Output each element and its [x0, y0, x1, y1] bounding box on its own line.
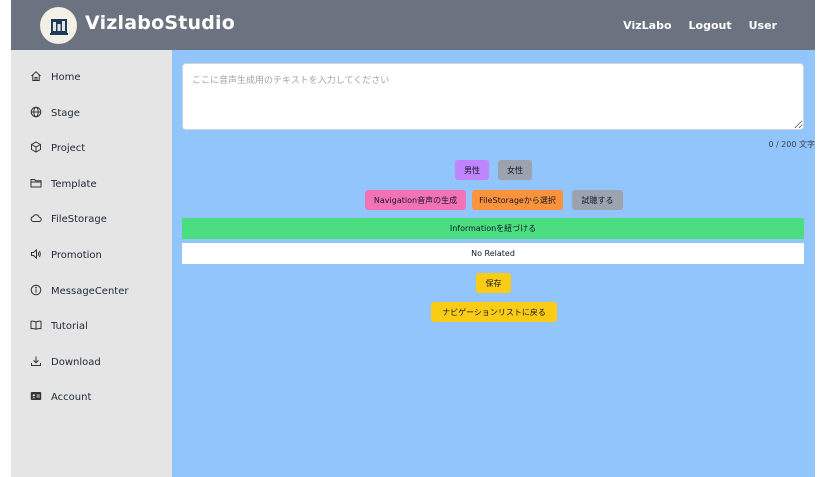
sidebar-item-label: FileStorage: [51, 213, 107, 225]
home-icon: [30, 70, 42, 85]
sidebar-item-template[interactable]: Template: [30, 174, 97, 194]
link-information-button[interactable]: Informationを紐づける: [182, 218, 804, 239]
cloud-icon: [30, 212, 42, 227]
sidebar-item-label: Home: [51, 71, 81, 83]
sidebar-item-label: Download: [51, 356, 101, 368]
sidebar-item-messagecenter[interactable]: MessageCenter: [30, 281, 129, 301]
nav-vizlabo-link[interactable]: VizLabo: [623, 18, 672, 32]
sidebar-item-filestorage[interactable]: FileStorage: [30, 209, 107, 229]
sidebar: Home Stage Project Template FileStorage …: [11, 50, 172, 477]
cube-icon: [30, 140, 42, 156]
select-filestorage-button[interactable]: FileStorageから選択: [472, 190, 563, 210]
download-icon: [30, 355, 42, 370]
sidebar-item-label: Project: [51, 142, 86, 154]
sidebar-item-promotion[interactable]: Promotion: [30, 245, 102, 265]
sidebar-item-label: Tutorial: [51, 320, 88, 332]
generate-voice-button[interactable]: Navigation音声の生成: [365, 190, 466, 210]
folder-icon: [30, 177, 42, 192]
voice-text-input[interactable]: [182, 63, 804, 130]
sidebar-item-label: Template: [51, 178, 97, 190]
sidebar-item-home[interactable]: Home: [30, 67, 81, 87]
related-information-text: No Related: [182, 243, 804, 264]
sidebar-item-account[interactable]: Account: [30, 387, 91, 407]
sidebar-item-label: Promotion: [51, 249, 102, 261]
top-nav: VizLabo Logout User: [623, 0, 777, 50]
sidebar-item-label: MessageCenter: [51, 285, 129, 297]
brand-title: VizlaboStudio: [85, 12, 235, 34]
sidebar-item-stage[interactable]: Stage: [30, 103, 80, 123]
character-counter: 0 / 200 文字: [768, 140, 815, 149]
back-to-navigation-list-button[interactable]: ナビゲーションリストに戻る: [431, 302, 557, 322]
speaker-icon: [30, 248, 42, 263]
male-voice-button[interactable]: 男性: [455, 160, 489, 180]
logo-icon[interactable]: [40, 7, 77, 44]
female-voice-button[interactable]: 女性: [498, 160, 532, 180]
sidebar-item-label: Account: [51, 391, 92, 403]
sidebar-item-tutorial[interactable]: Tutorial: [30, 316, 88, 336]
save-button[interactable]: 保存: [476, 273, 511, 293]
main-panel: 0 / 200 文字 男性 女性 Navigation音声の生成 FileSto…: [172, 50, 815, 477]
sidebar-item-project[interactable]: Project: [30, 138, 85, 158]
sidebar-item-label: Stage: [51, 107, 80, 119]
app-frame: VizlaboStudio VizLabo Logout User Home S…: [11, 0, 815, 477]
sidebar-item-download[interactable]: Download: [30, 352, 101, 372]
book-icon: [30, 319, 42, 334]
top-header: VizlaboStudio VizLabo Logout User: [11, 0, 815, 50]
id-card-icon: [30, 390, 42, 405]
nav-user-link[interactable]: User: [748, 18, 777, 32]
info-icon: [30, 284, 42, 299]
nav-logout-link[interactable]: Logout: [688, 18, 732, 32]
globe-icon: [30, 106, 42, 121]
listen-button[interactable]: 試聴する: [572, 190, 623, 210]
